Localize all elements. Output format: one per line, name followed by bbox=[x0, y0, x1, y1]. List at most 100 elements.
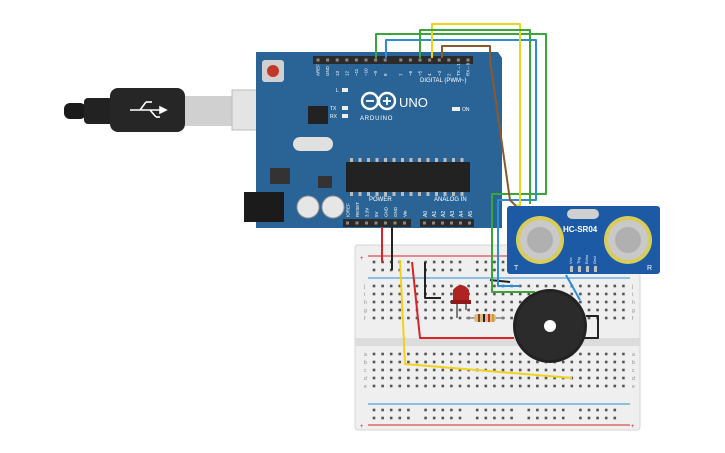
tie-point-hole[interactable] bbox=[544, 384, 548, 388]
tie-point-hole[interactable] bbox=[372, 300, 376, 304]
tie-point-hole[interactable] bbox=[604, 300, 608, 304]
tie-point-hole[interactable] bbox=[467, 384, 470, 388]
tie-point-hole[interactable] bbox=[604, 308, 608, 312]
tie-point-hole[interactable] bbox=[432, 300, 436, 304]
tie-point-hole[interactable] bbox=[467, 284, 470, 288]
tie-point-hole[interactable] bbox=[587, 308, 591, 312]
rail-hole[interactable] bbox=[501, 408, 505, 412]
tie-point-hole[interactable] bbox=[493, 384, 496, 388]
tie-point-hole[interactable] bbox=[407, 308, 410, 312]
rail-hole[interactable] bbox=[587, 416, 591, 420]
tie-point-hole[interactable] bbox=[389, 316, 393, 320]
tie-point-hole[interactable] bbox=[561, 384, 565, 388]
wire-blue[interactable] bbox=[385, 39, 537, 287]
tie-point-hole[interactable] bbox=[407, 376, 410, 380]
tie-point-hole[interactable] bbox=[398, 352, 402, 356]
tie-point-hole[interactable] bbox=[579, 384, 582, 388]
tie-point-hole[interactable] bbox=[518, 384, 522, 388]
tie-point-hole[interactable] bbox=[467, 360, 470, 364]
tie-point-hole[interactable] bbox=[432, 384, 436, 388]
tie-point-hole[interactable] bbox=[579, 360, 582, 364]
tie-point-hole[interactable] bbox=[501, 376, 505, 380]
rail-hole[interactable] bbox=[441, 408, 445, 412]
tie-point-hole[interactable] bbox=[622, 284, 625, 288]
tie-point-hole[interactable] bbox=[622, 360, 625, 364]
rail-hole[interactable] bbox=[398, 408, 402, 412]
rail-hole[interactable] bbox=[536, 408, 539, 412]
tie-point-hole[interactable] bbox=[518, 292, 522, 296]
tie-point-hole[interactable] bbox=[441, 360, 445, 364]
tie-point-hole[interactable] bbox=[432, 352, 436, 356]
tie-point-hole[interactable] bbox=[441, 284, 445, 288]
rail-hole[interactable] bbox=[381, 408, 384, 412]
tie-point-hole[interactable] bbox=[527, 376, 531, 380]
tie-point-hole[interactable] bbox=[450, 368, 453, 372]
tie-point-hole[interactable] bbox=[432, 376, 436, 380]
tie-point-hole[interactable] bbox=[622, 292, 625, 296]
sensor-pin[interactable] bbox=[570, 266, 573, 272]
tie-point-hole[interactable] bbox=[432, 292, 436, 296]
rail-hole[interactable] bbox=[389, 416, 393, 420]
tie-point-hole[interactable] bbox=[604, 284, 608, 288]
tie-point-hole[interactable] bbox=[596, 284, 599, 288]
tie-point-hole[interactable] bbox=[579, 284, 582, 288]
rail-hole[interactable] bbox=[432, 260, 436, 264]
tie-point-hole[interactable] bbox=[372, 368, 376, 372]
tie-point-hole[interactable] bbox=[518, 368, 522, 372]
digital-pin-hole[interactable] bbox=[428, 58, 432, 62]
tie-point-hole[interactable] bbox=[604, 352, 608, 356]
tie-point-hole[interactable] bbox=[501, 360, 505, 364]
tie-point-hole[interactable] bbox=[424, 368, 427, 372]
wire-yellow[interactable] bbox=[431, 23, 521, 207]
tie-point-hole[interactable] bbox=[475, 300, 479, 304]
rail-hole[interactable] bbox=[613, 416, 617, 420]
rail-hole[interactable] bbox=[389, 408, 393, 412]
tie-point-hole[interactable] bbox=[450, 384, 453, 388]
tie-point-hole[interactable] bbox=[424, 352, 427, 356]
tie-point-hole[interactable] bbox=[604, 368, 608, 372]
tie-point-hole[interactable] bbox=[493, 352, 496, 356]
tie-point-hole[interactable] bbox=[587, 376, 591, 380]
tie-point-hole[interactable] bbox=[432, 316, 436, 320]
tie-point-hole[interactable] bbox=[501, 292, 505, 296]
rail-hole[interactable] bbox=[536, 416, 539, 420]
tie-point-hole[interactable] bbox=[432, 360, 436, 364]
tie-point-hole[interactable] bbox=[484, 360, 488, 364]
rail-hole[interactable] bbox=[458, 260, 462, 264]
tie-point-hole[interactable] bbox=[475, 376, 479, 380]
tie-point-hole[interactable] bbox=[432, 284, 436, 288]
tie-point-hole[interactable] bbox=[372, 352, 376, 356]
tie-point-hole[interactable] bbox=[493, 360, 496, 364]
tie-point-hole[interactable] bbox=[415, 376, 419, 380]
tie-point-hole[interactable] bbox=[450, 352, 453, 356]
tie-point-hole[interactable] bbox=[596, 308, 599, 312]
tie-point-hole[interactable] bbox=[432, 308, 436, 312]
tie-point-hole[interactable] bbox=[441, 384, 445, 388]
tie-point-hole[interactable] bbox=[415, 360, 419, 364]
rail-hole[interactable] bbox=[407, 268, 410, 272]
tie-point-hole[interactable] bbox=[493, 300, 496, 304]
tie-point-hole[interactable] bbox=[381, 384, 384, 388]
tie-point-hole[interactable] bbox=[432, 368, 436, 372]
digital-pin-hole[interactable] bbox=[383, 58, 387, 62]
tie-point-hole[interactable] bbox=[518, 352, 522, 356]
tie-point-hole[interactable] bbox=[484, 384, 488, 388]
tie-point-hole[interactable] bbox=[475, 360, 479, 364]
tie-point-hole[interactable] bbox=[493, 292, 496, 296]
tie-point-hole[interactable] bbox=[475, 384, 479, 388]
rail-hole[interactable] bbox=[596, 408, 599, 412]
tie-point-hole[interactable] bbox=[398, 284, 402, 288]
tie-point-hole[interactable] bbox=[381, 360, 384, 364]
rail-hole[interactable] bbox=[587, 408, 591, 412]
tie-point-hole[interactable] bbox=[622, 300, 625, 304]
rail-hole[interactable] bbox=[458, 408, 462, 412]
rail-hole[interactable] bbox=[561, 408, 565, 412]
digital-pin-hole[interactable] bbox=[466, 58, 470, 62]
tie-point-hole[interactable] bbox=[527, 284, 531, 288]
tie-point-hole[interactable] bbox=[389, 308, 393, 312]
tie-point-hole[interactable] bbox=[415, 284, 419, 288]
rail-hole[interactable] bbox=[561, 416, 565, 420]
digital-pin-hole[interactable] bbox=[399, 58, 403, 62]
tie-point-hole[interactable] bbox=[587, 384, 591, 388]
digital-pin-hole[interactable] bbox=[437, 58, 441, 62]
